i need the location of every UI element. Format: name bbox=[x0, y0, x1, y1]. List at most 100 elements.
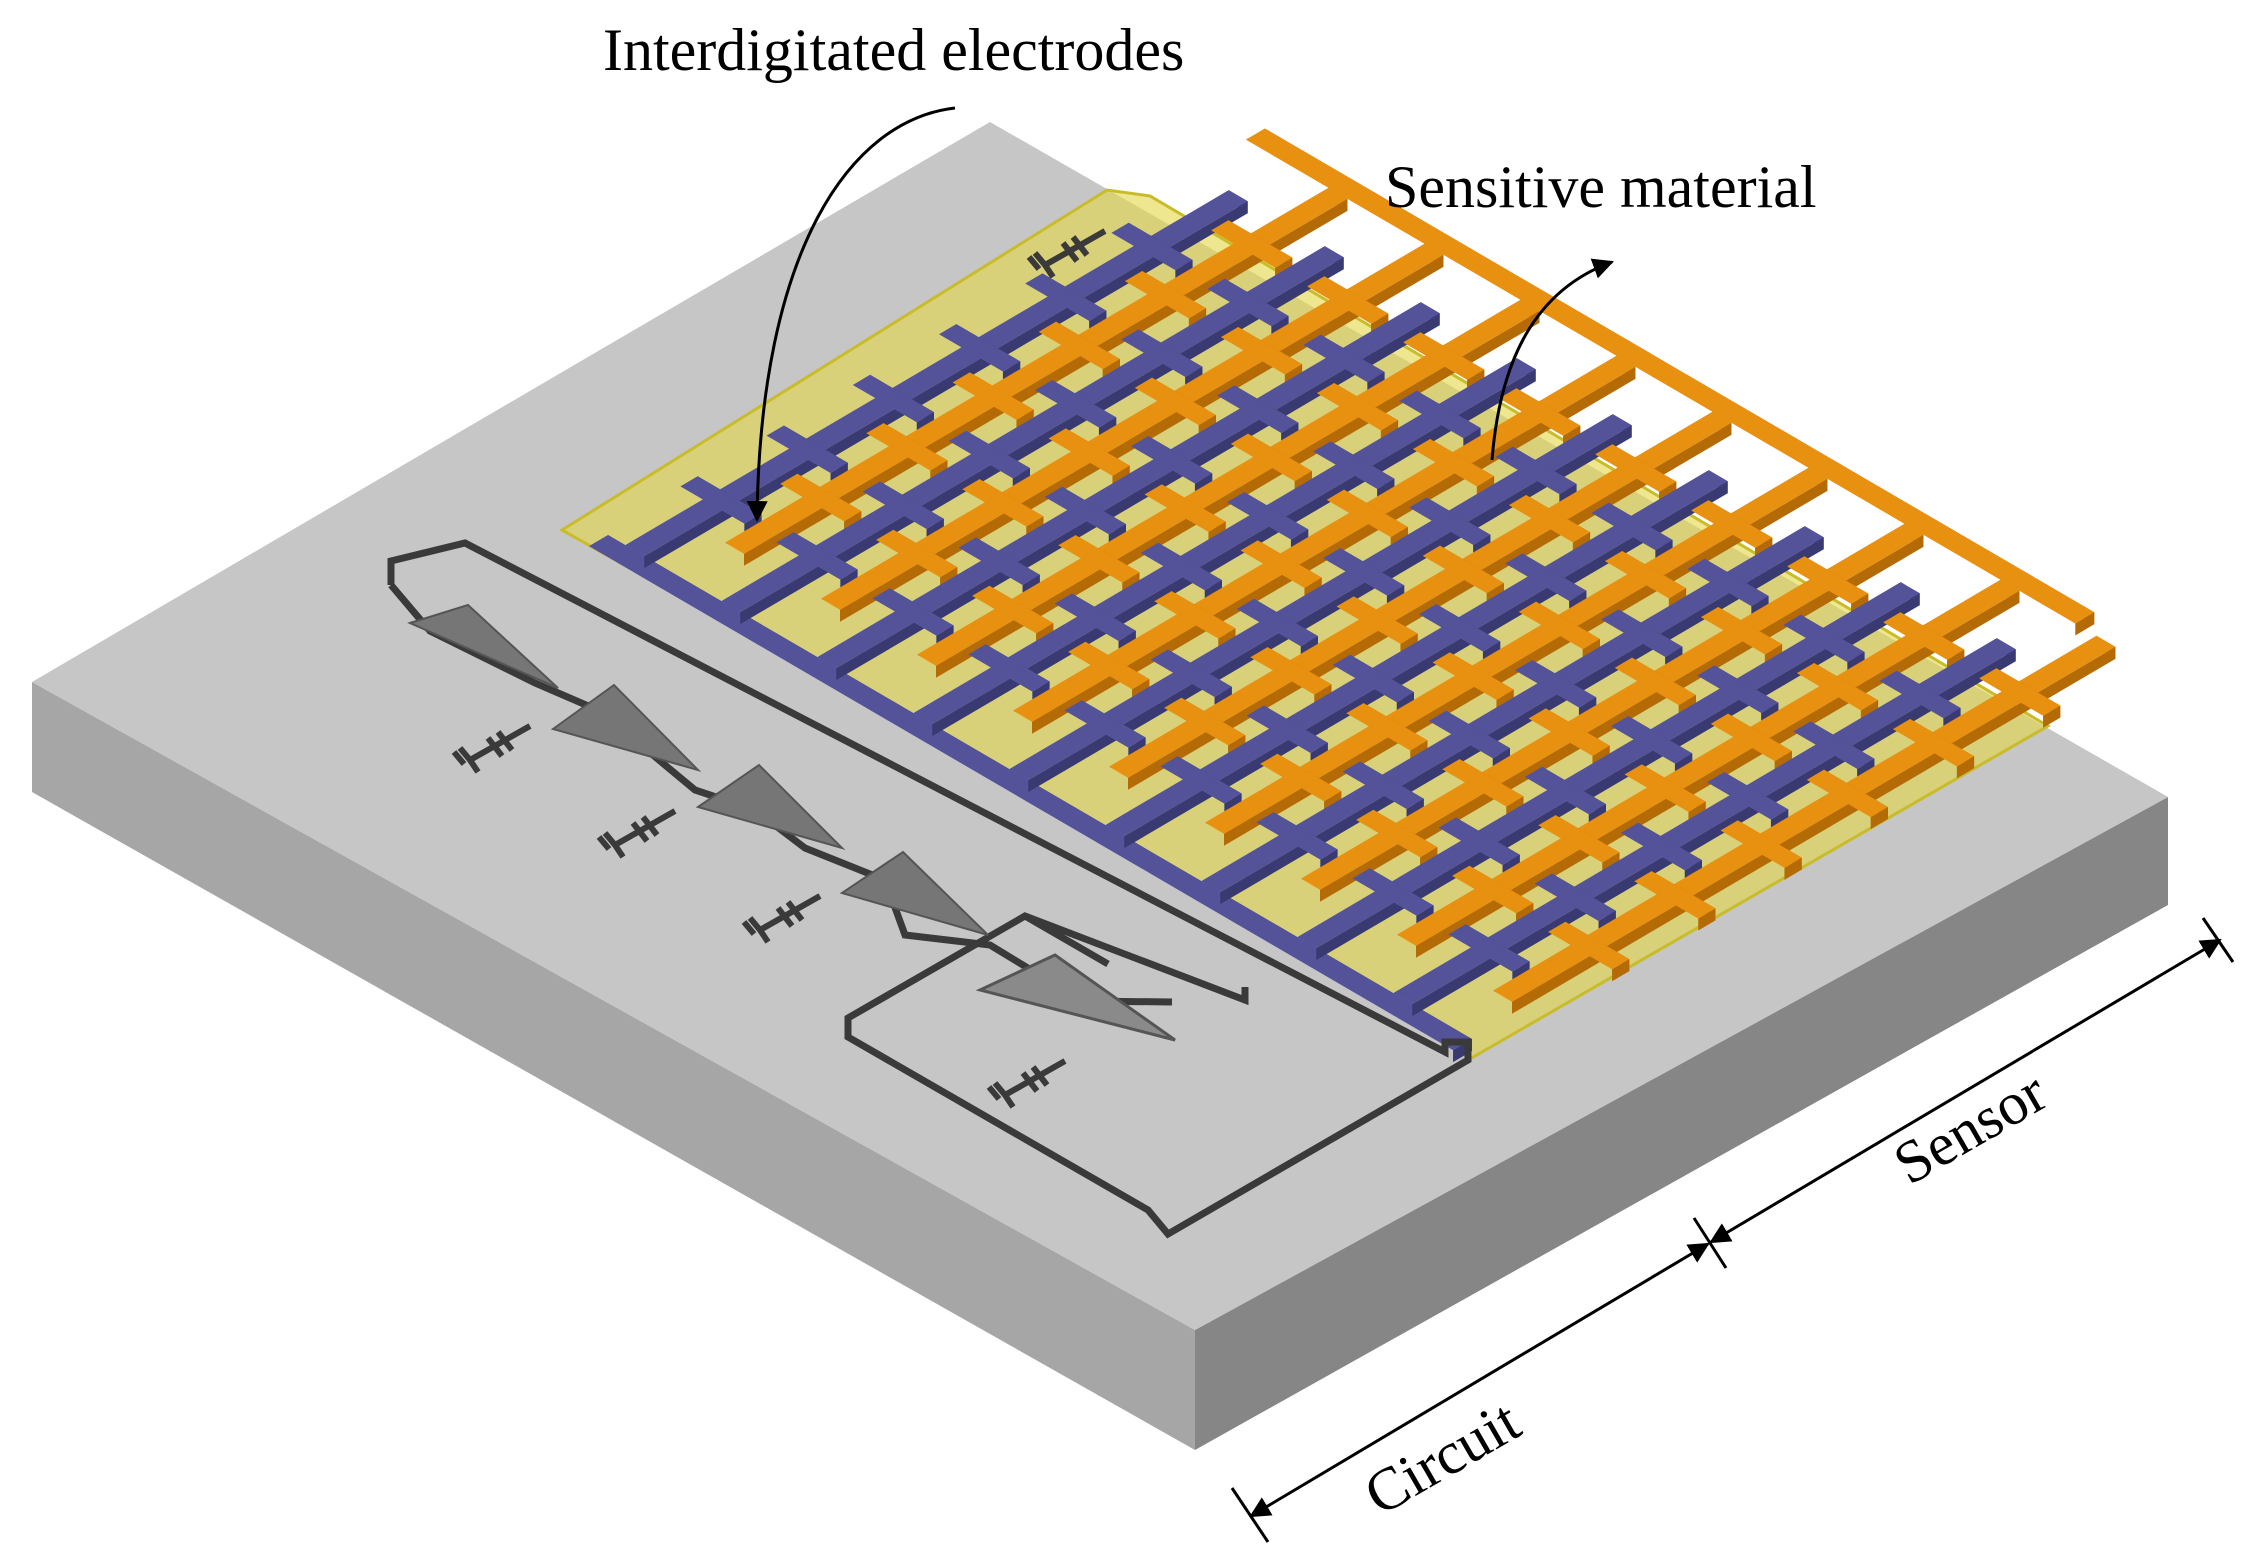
electrode-a-finger-side bbox=[1512, 646, 2116, 1014]
electrode-b-finger bbox=[721, 246, 1344, 613]
capacitor-icon bbox=[596, 808, 677, 859]
electrode-a-crossbar bbox=[1691, 500, 1773, 548]
electrode-b-finger bbox=[625, 190, 1248, 557]
electrode-b-finger bbox=[1297, 582, 1920, 949]
electrode-b-finger bbox=[1105, 470, 1728, 837]
electrode-b-crossbar bbox=[1534, 873, 1616, 921]
electrode-a-crossbar bbox=[1548, 921, 1630, 970]
capacitor-icon bbox=[451, 723, 532, 774]
electrode-a-crossbar bbox=[1336, 596, 1418, 644]
electrode-a-crossbar bbox=[1806, 769, 1888, 818]
electrode-b-crossbar bbox=[1428, 710, 1510, 759]
electrode-a-crossbar bbox=[1710, 713, 1792, 762]
electrode-b-crossbar bbox=[1217, 385, 1299, 433]
material-callout-arrow bbox=[1490, 258, 1614, 461]
sensor-label: Sensor bbox=[1883, 1058, 2057, 1197]
electrode-b-crossbar bbox=[680, 476, 762, 524]
electrode-b-crossbar bbox=[948, 430, 1030, 479]
electrode-b-crossbar bbox=[1438, 817, 1520, 865]
electrode-a-crossbar bbox=[1883, 612, 1965, 660]
electrode-a-crossbar bbox=[1058, 535, 1140, 583]
electrode-a-crossbar bbox=[1316, 382, 1399, 431]
electrode-a-crossbar bbox=[1595, 444, 1677, 492]
electrode-b-crossbar bbox=[1111, 222, 1193, 271]
electrode-b-crossbar bbox=[1236, 598, 1318, 647]
capacitor-icon bbox=[741, 893, 822, 944]
electrode-a-finger bbox=[1109, 411, 1732, 778]
electrode-a-crossbar bbox=[866, 423, 948, 471]
electrode-a-crossbar bbox=[1700, 606, 1783, 655]
electrode-b-crossbar bbox=[1054, 593, 1136, 641]
electrode-a-crossbar bbox=[1220, 326, 1303, 375]
electrode-a-crossbar bbox=[1250, 647, 1332, 695]
electrode-b-crossbar bbox=[1620, 822, 1702, 871]
dimension-tick-middle bbox=[1692, 1217, 1728, 1269]
electrode-b-crossbar bbox=[1697, 665, 1779, 713]
electrode-a-crossbar bbox=[1068, 641, 1150, 690]
electrode-a-crossbar bbox=[1048, 428, 1130, 476]
electrode-b-crossbar bbox=[1783, 614, 1865, 663]
electrode-b-crossbar bbox=[1505, 553, 1587, 601]
electrode-a-crossbar bbox=[1787, 556, 1869, 604]
triangle-amplifier-icon bbox=[550, 683, 702, 772]
electrode-b-crossbar bbox=[958, 537, 1040, 585]
electrode-b-crossbar bbox=[1313, 441, 1395, 489]
triangle-amplifier-icon bbox=[695, 763, 846, 851]
electrode-b-crossbar bbox=[1793, 721, 1875, 769]
electrode-a-crossbar bbox=[1634, 871, 1716, 919]
electrode-a-crossbar bbox=[1442, 759, 1524, 807]
electrode-a-crossbar bbox=[1499, 388, 1581, 436]
electrode-a-crossbar bbox=[1211, 220, 1293, 268]
electrode-a-crossbar bbox=[1614, 657, 1696, 706]
electrode-a-finger bbox=[917, 299, 1540, 666]
electrode-a-crossbar bbox=[952, 372, 1034, 420]
electrode-b-crossbar bbox=[1687, 558, 1769, 607]
electrode-a-bus bbox=[1245, 128, 2095, 624]
electrode-a-crossbar bbox=[972, 585, 1054, 634]
electrode-b-crossbar bbox=[1409, 497, 1491, 545]
sensor-dimension-line bbox=[1709, 938, 2222, 1244]
electrode-a-finger-side bbox=[744, 198, 1348, 566]
electrode-b-crossbar bbox=[1448, 924, 1530, 972]
electrode-b-crossbar bbox=[1064, 700, 1146, 748]
capacitor-icon bbox=[1026, 228, 1107, 279]
circuit-stage-link bbox=[1023, 912, 1110, 968]
electrode-b-crossbar bbox=[1524, 766, 1606, 815]
material-label: Sensitive material bbox=[1385, 154, 1817, 220]
electrode-b-crossbar bbox=[1342, 761, 1424, 809]
electrode-b-crossbar bbox=[1044, 486, 1126, 535]
electrode-b-crossbar bbox=[1514, 660, 1597, 708]
electrode-a-crossbar bbox=[1422, 545, 1504, 594]
electrode-b-crossbar bbox=[1303, 334, 1385, 383]
electrode-a-crossbar bbox=[1518, 601, 1600, 650]
electrode-a-crossbar bbox=[1508, 494, 1591, 543]
electrode-b-crossbar bbox=[1121, 329, 1203, 377]
electrode-a-finger bbox=[821, 243, 1444, 610]
electrode-b-crossbar bbox=[1610, 716, 1693, 764]
electrode-a-crossbar bbox=[1892, 718, 1975, 767]
electrode-a-crossbar bbox=[1038, 321, 1120, 370]
electrode-b-crossbar bbox=[1591, 502, 1673, 551]
electrode-b-crossbar bbox=[852, 374, 934, 423]
electrode-b-crossbar bbox=[1130, 436, 1213, 484]
electrode-b-crossbar bbox=[1025, 273, 1107, 321]
electrode-b-crossbar bbox=[872, 588, 954, 636]
electrodes-callout-arrow bbox=[746, 106, 956, 523]
capacitor-icon bbox=[986, 1058, 1067, 1109]
electrode-a-crossbar bbox=[1979, 668, 2061, 716]
electrode-a-crossbar bbox=[1432, 652, 1514, 700]
electrode-a-crossbar bbox=[1356, 809, 1438, 858]
electrode-a-crossbar bbox=[1154, 591, 1236, 639]
circuit-feedback-wire bbox=[387, 539, 1472, 1239]
electrode-a-crossbar bbox=[1326, 489, 1408, 538]
electrode-a-crossbar bbox=[1528, 708, 1610, 756]
electrode-a-crossbar bbox=[1403, 332, 1485, 380]
electrode-b-crossbar bbox=[1150, 649, 1232, 697]
electrode-a-crossbar bbox=[1307, 276, 1389, 324]
interdigitated-electrodes bbox=[589, 128, 2116, 1063]
electrode-b-crossbar bbox=[1352, 868, 1434, 916]
electrode-b-crossbar bbox=[1879, 670, 1961, 719]
electrode-a-finger bbox=[1301, 523, 1924, 890]
electrode-a-crossbar bbox=[1124, 270, 1207, 319]
